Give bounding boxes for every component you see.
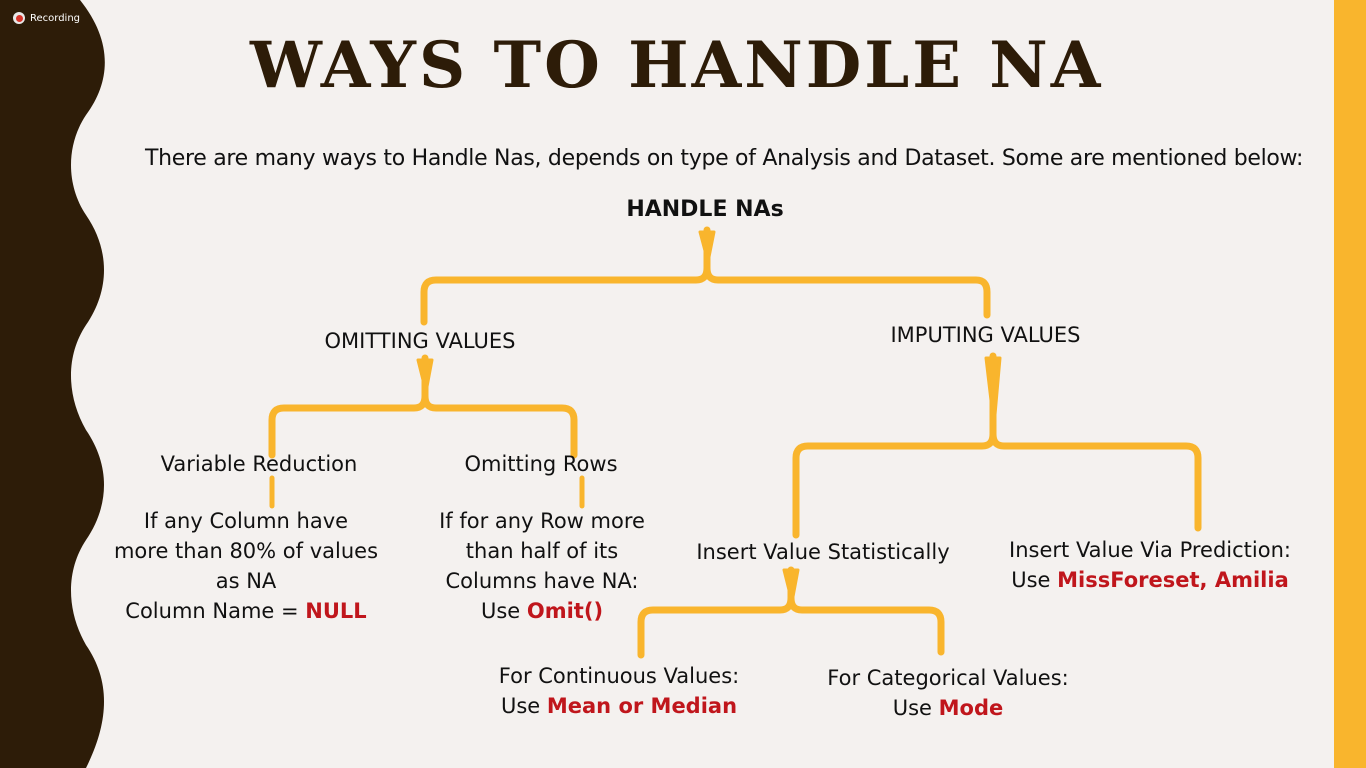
use-value: Mean or Median (546, 694, 738, 718)
slide-subtitle: There are many ways to Handle Nas, depen… (145, 146, 1304, 171)
continuous-label: For Continuous Values: (498, 664, 740, 688)
use-line: Use Omit() (418, 596, 666, 626)
use-value: MissForeset, Amilia (1057, 568, 1289, 592)
recording-label: Recording (30, 12, 81, 24)
node-categorical-values: For Categorical Values: Use Mode (812, 663, 1084, 723)
use-value: Mode (938, 696, 1004, 720)
bracket-omitting-tip (416, 358, 434, 394)
use-prefix: Use (500, 694, 547, 718)
node-insert-value-statistically: Insert Value Statistically (696, 540, 950, 564)
omitting-rows-description: If for any Row more than half of its Col… (418, 506, 666, 626)
use-prefix: Use (1011, 568, 1058, 592)
desc-line: more than 80% of values (113, 539, 379, 563)
prediction-label: Insert Value Via Prediction: (1009, 538, 1291, 562)
wavy-left-band (0, 0, 105, 768)
bracket-omitting-right (421, 392, 578, 459)
right-accent-band (1334, 0, 1366, 768)
bracket-root-tip (698, 230, 716, 264)
record-icon (13, 12, 25, 24)
rule-line: Column Name = NULL (100, 596, 392, 626)
bracket-imputing-tip (984, 356, 1002, 428)
use-prefix: Use (892, 696, 939, 720)
bracket-omitting (268, 354, 429, 459)
use-line: Use Mean or Median (480, 691, 758, 721)
use-prefix: Use (480, 599, 527, 623)
bracket-statistical-right (787, 594, 945, 656)
bracket-imputing-right (989, 430, 1202, 532)
desc-line: Columns have NA: (445, 569, 639, 593)
node-continuous-values: For Continuous Values: Use Mean or Media… (480, 661, 758, 721)
categorical-label: For Categorical Values: (827, 666, 1069, 690)
node-omitting-rows: Omitting Rows (464, 452, 618, 476)
use-line: Use Mode (812, 693, 1084, 723)
bracket-statistical-tip (782, 568, 800, 604)
rule-prefix: Column Name = (125, 599, 306, 623)
use-line: Use MissForeset, Amilia (995, 565, 1305, 595)
variable-reduction-description: If any Column have more than 80% of valu… (100, 506, 392, 626)
node-imputing-values: IMPUTING VALUES (890, 323, 1081, 347)
node-variable-reduction: Variable Reduction (160, 452, 358, 476)
slide-title: WAYS TO HANDLE NA (250, 28, 1104, 103)
desc-line: as NA (215, 569, 277, 593)
desc-line: If any Column have (143, 509, 349, 533)
node-insert-value-via-prediction: Insert Value Via Prediction: Use MissFor… (995, 535, 1305, 595)
use-value: Omit() (526, 599, 604, 623)
desc-line: If for any Row more (439, 509, 645, 533)
bracket-root-right (703, 264, 991, 319)
node-omitting-values: OMITTING VALUES (324, 329, 516, 353)
desc-line: than half of its (465, 539, 619, 563)
node-handle-nas: HANDLE NAs (626, 197, 784, 222)
recording-indicator[interactable]: Recording (13, 12, 80, 24)
rule-value: NULL (305, 599, 367, 623)
bracket-imputing (792, 352, 997, 539)
bracket-root (420, 226, 711, 326)
